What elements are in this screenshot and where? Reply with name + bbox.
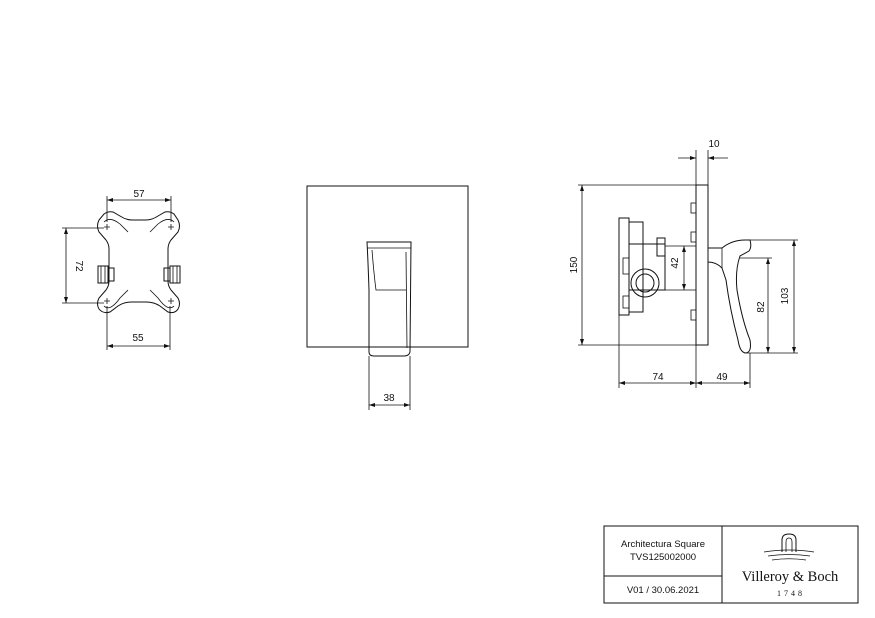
dimension-82: 82 bbox=[740, 257, 798, 354]
product-name: Architectura Square bbox=[621, 539, 705, 550]
plate-lug-top-left bbox=[103, 219, 129, 233]
cover-plate-square bbox=[306, 185, 469, 348]
dimension-103: 103 bbox=[750, 239, 798, 353]
front-view: 38 bbox=[306, 185, 469, 410]
dimension-38: 38 bbox=[368, 356, 411, 410]
dimension-150: 150 bbox=[569, 184, 696, 346]
brand-name: Villeroy & Boch bbox=[742, 569, 839, 585]
dimension-55: 55 bbox=[106, 306, 171, 350]
dimension-57: 57 bbox=[106, 189, 172, 222]
connection-stub-left bbox=[107, 267, 115, 282]
lever-handle-front bbox=[366, 241, 412, 357]
dimension-49: 49 bbox=[696, 353, 751, 388]
plate-lug-bottom-right bbox=[149, 289, 175, 309]
screw-hole-marks bbox=[104, 224, 174, 304]
dim-74-label: 74 bbox=[652, 372, 664, 383]
dim-72-label: 72 bbox=[73, 260, 84, 272]
mounting-plate-view: 57 72 55 bbox=[62, 189, 181, 350]
plate-lug-top-right bbox=[149, 219, 175, 233]
dimension-42: 42 bbox=[670, 246, 686, 290]
product-code: TVS125002000 bbox=[630, 552, 696, 563]
dim-82-label: 82 bbox=[756, 301, 767, 313]
plate-lug-bottom-left bbox=[103, 289, 129, 309]
title-block-frame bbox=[603, 525, 859, 604]
dim-150-label: 150 bbox=[569, 256, 580, 273]
valve-body-side bbox=[618, 217, 696, 316]
cover-plate-side bbox=[695, 184, 709, 346]
connection-nut-left bbox=[97, 265, 109, 284]
dim-103-label: 103 bbox=[780, 287, 791, 304]
side-view: 10 150 42 82 103 bbox=[569, 139, 798, 388]
dimension-72: 72 bbox=[62, 227, 104, 304]
version-date: V01 / 30.06.2021 bbox=[627, 585, 699, 596]
dimension-74: 74 bbox=[618, 315, 697, 388]
dim-49-label: 49 bbox=[716, 372, 728, 383]
dim-55-label: 55 bbox=[132, 333, 144, 344]
connection-stub-right bbox=[163, 267, 171, 282]
dim-38-label: 38 bbox=[383, 393, 395, 404]
title-block: Architectura Square TVS125002000 V01 / 3… bbox=[603, 525, 859, 604]
dimension-10: 10 bbox=[678, 139, 728, 185]
connection-nut-right bbox=[169, 265, 181, 284]
dim-10-label: 10 bbox=[708, 139, 720, 150]
villeroy-boch-logo-icon bbox=[763, 533, 815, 561]
lever-handle-side bbox=[707, 239, 752, 354]
dim-42-label: 42 bbox=[670, 257, 681, 269]
dim-57-label: 57 bbox=[133, 189, 145, 200]
brand-year: 1748 bbox=[777, 589, 805, 598]
